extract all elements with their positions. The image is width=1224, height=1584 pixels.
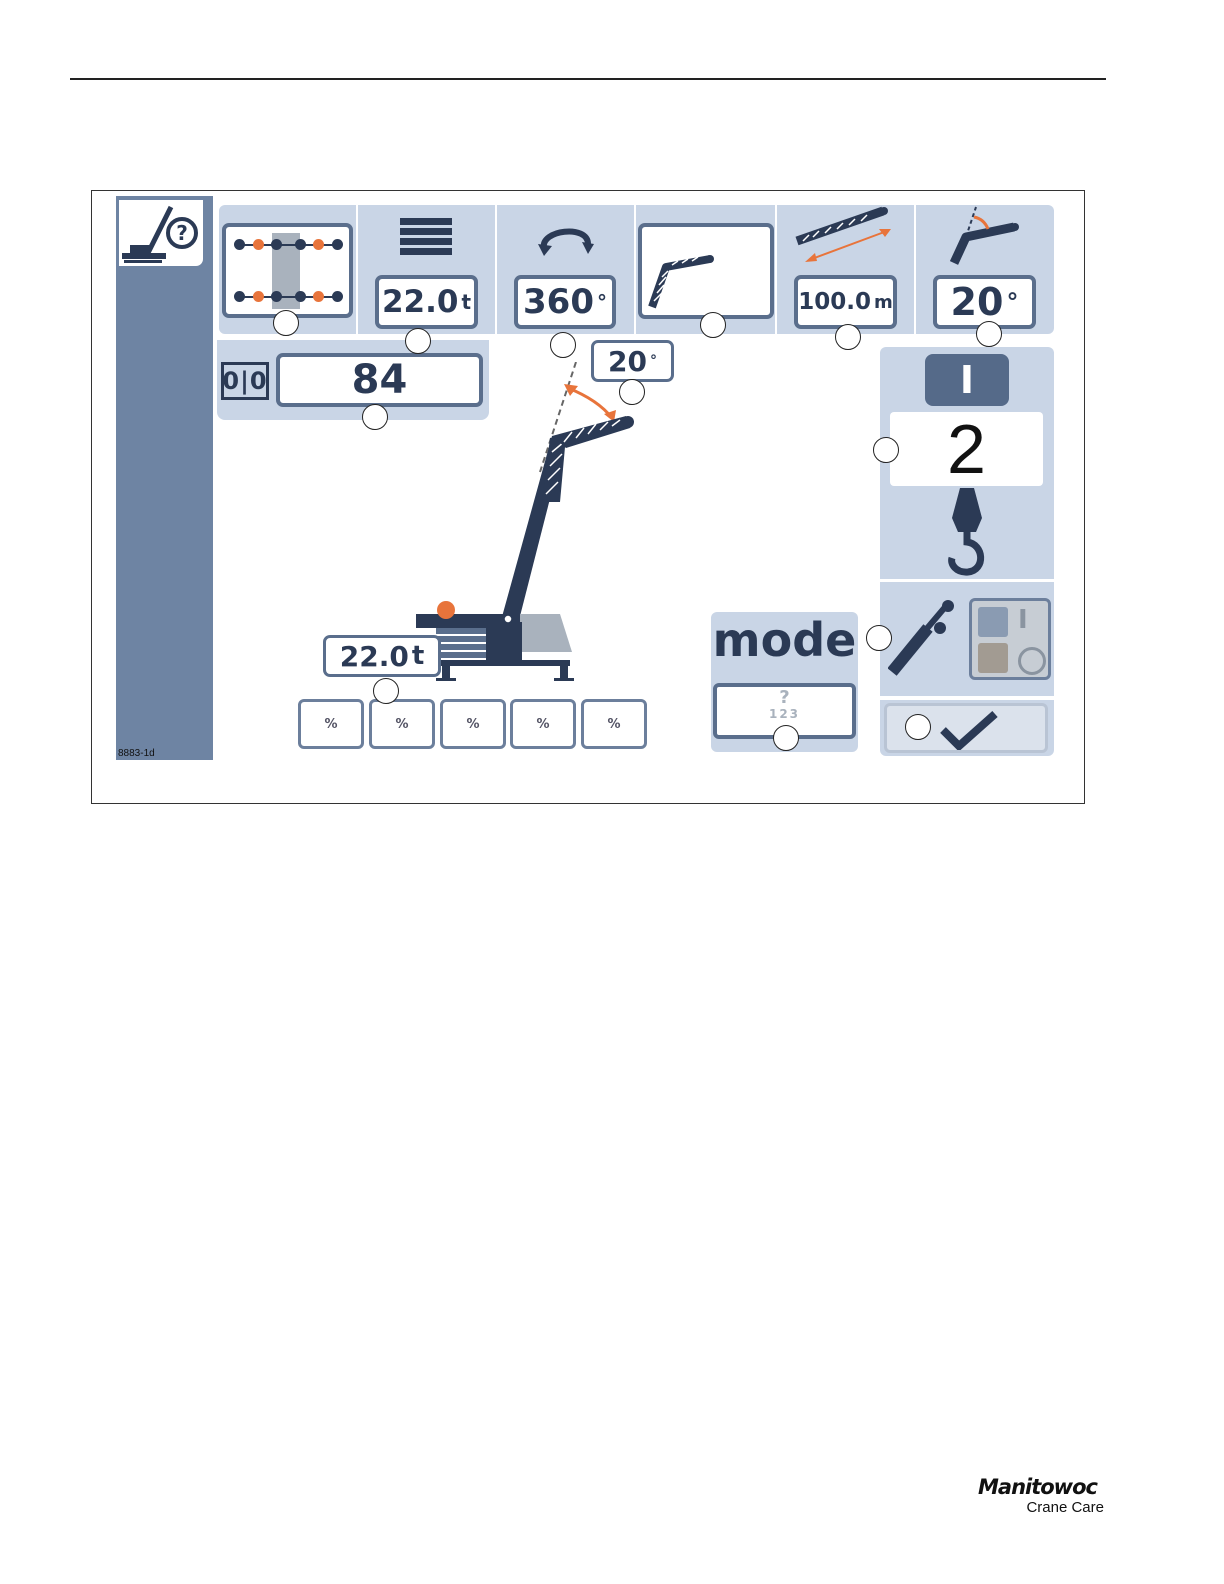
checkmark-icon	[939, 710, 999, 750]
percent-button-4[interactable]: %	[510, 699, 576, 749]
mode-toggle-switch[interactable]: I	[969, 598, 1051, 680]
callout-marker	[700, 312, 726, 338]
degree-unit: °	[1006, 288, 1018, 316]
help-button[interactable]: ?	[116, 197, 206, 269]
callout-marker	[905, 714, 931, 740]
luffing-jib-icon	[642, 227, 770, 315]
slew-rotation-icon	[538, 222, 594, 256]
switch-on-mark: I	[1018, 605, 1028, 635]
track-dot	[253, 291, 264, 302]
track-dot	[332, 239, 343, 250]
track-dot	[313, 239, 324, 250]
boom-config-button[interactable]	[638, 223, 774, 319]
track-dot	[271, 239, 282, 250]
mode-question-mark: ?	[717, 689, 852, 707]
crane-illustration	[400, 362, 740, 682]
callout-marker	[550, 332, 576, 358]
ton-unit: t	[461, 290, 471, 314]
degree-unit: °	[597, 290, 607, 314]
track-line	[236, 244, 340, 246]
counter-value: 84	[352, 357, 408, 403]
hook-number-field[interactable]: 2	[890, 412, 1043, 486]
divider	[914, 205, 916, 334]
callout-marker	[873, 437, 899, 463]
callout-marker	[373, 678, 399, 704]
crane-help-icon: ?	[116, 197, 206, 269]
track-dot	[253, 239, 264, 250]
boom-raise-icon	[888, 598, 958, 678]
mode-steps: 123	[717, 707, 852, 721]
boom-length-icon	[795, 205, 895, 265]
callout-marker	[619, 379, 645, 405]
mode-label: mode	[711, 612, 858, 668]
track-dot	[332, 291, 343, 302]
percent-button-5[interactable]: %	[581, 699, 647, 749]
percent-button-2[interactable]: %	[369, 699, 435, 749]
slew-angle-field[interactable]: 360°	[514, 275, 616, 329]
divider	[634, 205, 636, 334]
ton-unit: t	[412, 641, 424, 671]
slew-angle-value: 360	[523, 282, 594, 322]
boom-angle-value: 20	[951, 280, 1004, 324]
callout-marker	[362, 404, 388, 430]
callout-marker	[273, 310, 299, 336]
left-sidebar	[116, 196, 213, 760]
track-dot	[234, 291, 245, 302]
svg-text:?: ?	[176, 221, 188, 245]
boom-angle-icon	[950, 205, 1030, 265]
track-dot	[295, 291, 306, 302]
hook-icon	[942, 488, 992, 578]
callout-marker	[976, 321, 1002, 347]
track-dot	[271, 291, 282, 302]
callout-marker	[866, 625, 892, 651]
track-dot	[313, 291, 324, 302]
divider	[495, 205, 497, 334]
figure-id: 8883-1d	[118, 748, 155, 759]
logo-wordmark: Manitowoc	[978, 1474, 1108, 1500]
track-dot	[234, 239, 245, 250]
switch-on-segment	[978, 607, 1008, 637]
page-top-rule	[70, 78, 1106, 80]
meter-unit: m	[874, 292, 893, 313]
percent-button-3[interactable]: %	[440, 699, 506, 749]
boom-length-value: 100.0	[798, 289, 871, 315]
logo-subline: Crane Care	[978, 1500, 1108, 1516]
percent-button-1[interactable]: %	[298, 699, 364, 749]
hook-label-badge: I	[925, 354, 1009, 406]
divider	[356, 205, 358, 334]
hook-number-value: 2	[947, 410, 986, 488]
callout-marker	[773, 725, 799, 751]
switch-off-segment	[978, 643, 1008, 673]
manitowoc-logo: Manitowoc Crane Care	[978, 1474, 1108, 1524]
counterweight-value: 22.0	[382, 284, 459, 320]
callout-marker	[405, 328, 431, 354]
crawler-config-button[interactable]	[222, 223, 353, 318]
counterweight-icon	[400, 218, 452, 258]
divider	[775, 205, 777, 334]
track-dot	[295, 239, 306, 250]
switch-off-mark	[1018, 647, 1046, 675]
counter-icon: 0|0	[221, 362, 269, 400]
callout-marker	[835, 324, 861, 350]
track-line	[236, 296, 340, 298]
hook-load-value: 22.0	[340, 640, 409, 673]
